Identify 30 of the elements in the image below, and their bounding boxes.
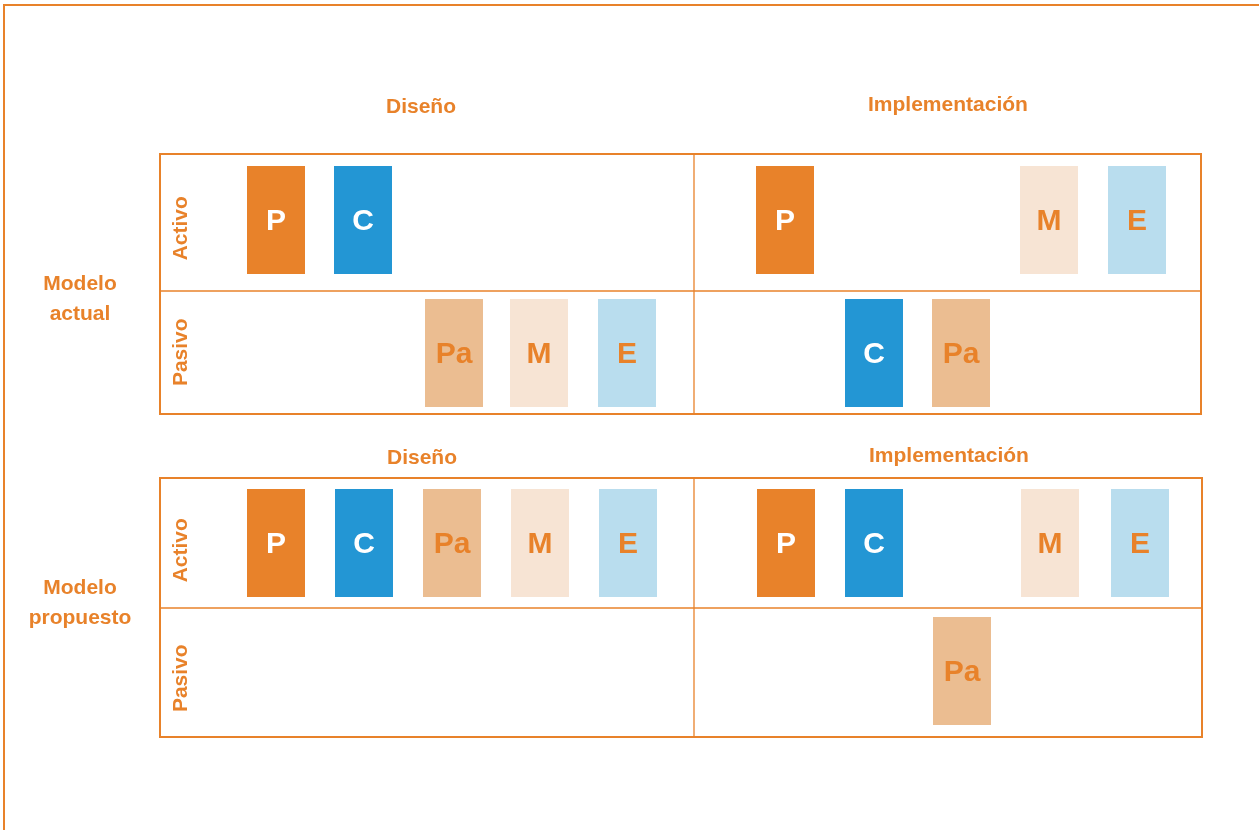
row-label: Activo bbox=[166, 196, 192, 261]
column-heading: Implementación bbox=[868, 91, 1028, 117]
letter-tile: C bbox=[334, 166, 392, 274]
row-label: Pasivo bbox=[166, 644, 192, 713]
letter-tile: E bbox=[598, 299, 656, 407]
letter-tile: Pa bbox=[425, 299, 483, 407]
row-group-label: Modelo propuesto bbox=[27, 573, 133, 630]
letter-tile: E bbox=[599, 489, 657, 597]
letter-tile: M bbox=[1021, 489, 1079, 597]
row-label: Pasivo bbox=[166, 318, 192, 387]
row-group-label: Modelo actual bbox=[42, 269, 118, 326]
row-label: Activo bbox=[166, 518, 192, 583]
letter-tile: E bbox=[1111, 489, 1169, 597]
letter-tile: P bbox=[757, 489, 815, 597]
letter-tile: P bbox=[247, 489, 305, 597]
letter-tile: C bbox=[845, 489, 903, 597]
letter-tile: M bbox=[511, 489, 569, 597]
letter-tile: E bbox=[1108, 166, 1166, 274]
letter-tile: M bbox=[510, 299, 568, 407]
column-heading: Diseño bbox=[387, 444, 457, 470]
letter-tile: Pa bbox=[423, 489, 481, 597]
letter-tile: P bbox=[756, 166, 814, 274]
column-heading: Implementación bbox=[869, 442, 1029, 468]
letter-tile: C bbox=[845, 299, 903, 407]
column-heading: Diseño bbox=[386, 93, 456, 119]
letter-tile: M bbox=[1020, 166, 1078, 274]
letter-tile: Pa bbox=[933, 617, 991, 725]
letter-tile: C bbox=[335, 489, 393, 597]
letter-tile: Pa bbox=[932, 299, 990, 407]
letter-tile: P bbox=[247, 166, 305, 274]
